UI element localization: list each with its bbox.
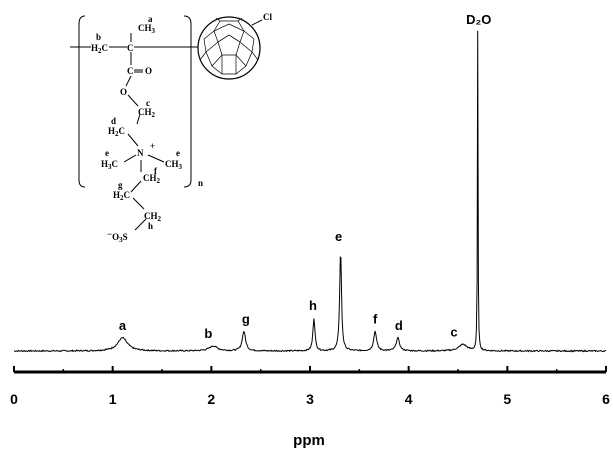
peak-label: d: [395, 318, 403, 333]
c-carbonyl: C: [127, 66, 134, 76]
peak-label: g: [242, 311, 250, 326]
chemical-structure: a CH3 b H2C C C O O c CH2 d H2C N + e e …: [70, 12, 272, 244]
label-c: c: [146, 98, 150, 108]
label-d: d: [111, 116, 116, 126]
x-axis: [13, 366, 607, 374]
x-tick-label: 2: [207, 391, 215, 407]
label-b: b: [96, 32, 101, 42]
h2c-g: H2C: [113, 190, 130, 202]
ch3-e: CH3: [165, 159, 183, 171]
x-tick-label: 4: [405, 391, 413, 407]
repeat-n: n: [198, 178, 203, 188]
label-h: h: [148, 221, 153, 231]
x-tick-labels: 0 1 2 3 4 5 6: [10, 391, 610, 407]
h2c-d: H2C: [108, 126, 125, 138]
peak-label: a: [119, 318, 127, 333]
x-tick-label: 5: [503, 391, 511, 407]
label-g: g: [118, 180, 123, 190]
ch2-h: CH2: [144, 211, 162, 223]
o-ester: O: [120, 87, 127, 97]
o-carbonyl: O: [145, 66, 152, 76]
x-tick-label: 3: [306, 391, 314, 407]
peak-label: b: [204, 326, 212, 341]
x-tick-label: 0: [10, 391, 18, 407]
fullerene-icon: [197, 16, 263, 80]
h2c-b: H2C: [91, 43, 108, 55]
ch2-f: CH2: [143, 173, 161, 185]
peak-label: h: [309, 298, 317, 313]
right-bracket: [183, 15, 192, 188]
left-bracket: [78, 15, 86, 188]
h3c-e: H3C: [101, 159, 118, 171]
o3s-sulfonate: −O3S: [107, 229, 128, 244]
peak-label: c: [450, 324, 457, 339]
peak-label: e: [335, 229, 342, 244]
chlorine-label: Cl: [263, 12, 272, 22]
label-a: a: [148, 14, 153, 24]
label-e-right: e: [176, 148, 180, 158]
c-quaternary: C: [127, 43, 134, 53]
x-tick-label: 6: [602, 391, 610, 407]
peak-label: f: [373, 311, 378, 326]
ch3-a: CH3: [138, 23, 156, 35]
x-axis-label: ppm: [293, 432, 325, 449]
label-e-left: e: [105, 148, 109, 158]
peak-labels: a b g h e f d c D₂O: [119, 12, 491, 341]
spectrum-trace: [13, 30, 607, 353]
label-f: f: [154, 166, 158, 176]
peak-label: D₂O: [466, 12, 491, 27]
x-tick-label: 1: [109, 391, 117, 407]
ch2-c: CH2: [138, 107, 156, 119]
n-quaternary: N: [137, 148, 144, 158]
n-plus: +: [150, 141, 155, 151]
